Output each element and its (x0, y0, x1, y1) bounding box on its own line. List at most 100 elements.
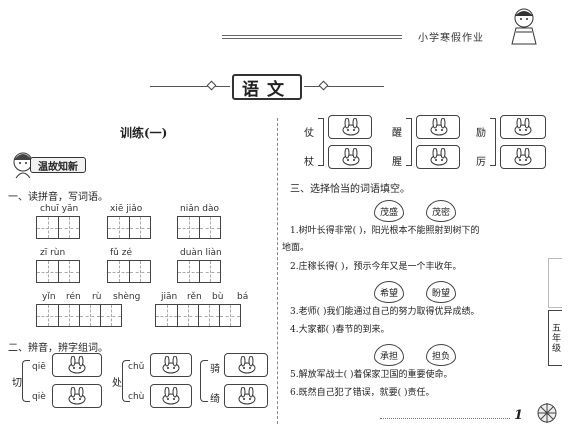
rabbit-icon (340, 117, 362, 136)
writing-grid[interactable] (177, 260, 221, 283)
answer-box[interactable] (416, 115, 460, 139)
snowflake-decoration-icon (530, 398, 564, 428)
writing-grid[interactable] (36, 260, 80, 283)
writing-grid[interactable] (177, 216, 221, 239)
word-option: 茂盛 (374, 200, 404, 222)
answer-box[interactable] (52, 384, 102, 408)
answer-box[interactable] (328, 115, 372, 139)
page-number: 1 (514, 408, 524, 423)
title-rule-left (150, 86, 230, 87)
section3-title: 三、选择恰当的词语填空。 (290, 184, 410, 195)
rabbit-icon (66, 355, 88, 374)
word-option: 盼望 (426, 281, 456, 303)
warmup-banner: 温故知新 (30, 157, 86, 173)
rabbit-icon (428, 147, 450, 166)
tab-spacer (548, 258, 562, 308)
sentence: 地面。 (282, 243, 310, 253)
sentence: 4.大家都( )春节的到来。 (290, 325, 390, 335)
pinyin-syllable: yǐn (42, 292, 56, 302)
word-option: 承担 (374, 344, 404, 366)
title-ornament (206, 80, 217, 91)
pinyin-label: xiē jiǎo (110, 204, 143, 214)
pinyin-syllable: shèng (113, 292, 141, 302)
word-option: 希望 (374, 281, 404, 303)
pinyin-syllable: jiān (161, 292, 178, 302)
page-title: 语文 (232, 74, 302, 100)
pinyin-syllable: rù (92, 292, 102, 302)
sentence: 5.解放军战士( )着保家卫国的重要使命。 (290, 370, 453, 380)
writing-grid[interactable] (36, 304, 122, 327)
brace (406, 118, 412, 166)
section1-title: 一、读拼音，写词语。 (8, 192, 108, 203)
answer-box[interactable] (500, 115, 546, 139)
header-rule (222, 38, 402, 39)
column-divider (277, 118, 278, 424)
writing-grid[interactable] (107, 216, 151, 239)
char-label: 励 (476, 128, 486, 139)
rabbit-icon (236, 386, 258, 405)
pinyin-label: qiè (32, 392, 46, 402)
rabbit-icon (340, 147, 362, 166)
rabbit-icon (512, 117, 534, 136)
brace (200, 360, 208, 402)
rabbit-icon (66, 386, 88, 405)
grade-tab: 五年级 (548, 310, 562, 366)
pinyin-label: qiē (32, 362, 46, 372)
pinyin-label: niǎn dào (180, 204, 220, 214)
pinyin-syllable: bù (212, 292, 224, 302)
pinyin-syllable: rén (66, 292, 81, 302)
char-label: 绮 (210, 394, 220, 405)
char-label: 处 (112, 378, 122, 389)
answer-box[interactable] (150, 384, 192, 408)
sentence: 6.既然自己犯了错误，就要( )责任。 (290, 388, 435, 398)
footer-rule (380, 418, 510, 419)
answer-box[interactable] (52, 353, 102, 377)
char-label: 杖 (304, 157, 314, 168)
lesson-title: 训练(一) (120, 126, 168, 140)
brace (490, 118, 496, 166)
char-label: 醒 (392, 128, 402, 139)
header-rule (222, 35, 402, 36)
writing-grid[interactable] (155, 304, 241, 327)
rabbit-icon (512, 147, 534, 166)
pinyin-label: fǔ zé (110, 248, 132, 258)
brace (318, 118, 324, 166)
word-option: 茂密 (426, 200, 456, 222)
sentence: 2.庄稼长得( )，预示今年又是一个丰收年。 (290, 262, 462, 272)
rabbit-icon (428, 117, 450, 136)
grade-tab-label: 五年级 (550, 323, 560, 353)
char-label: 仗 (304, 128, 314, 139)
rabbit-icon (160, 386, 182, 405)
title-rule-right (304, 86, 384, 87)
char-label: 骑 (210, 364, 220, 375)
char-label: 切 (12, 378, 22, 389)
pinyin-syllable: rěn (187, 292, 202, 302)
pinyin-label: duàn liàn (180, 248, 222, 258)
header-series: 小学寒假作业 (418, 33, 484, 44)
answer-box[interactable] (224, 384, 268, 408)
brace (122, 360, 130, 402)
pinyin-label: chǔ (128, 362, 145, 372)
answer-box[interactable] (328, 145, 372, 169)
char-label: 厉 (476, 157, 486, 168)
char-label: 腥 (392, 157, 402, 168)
sentence: 1.树叶长得非常( )，阳光根本不能照射到树下的 (290, 226, 480, 236)
word-option: 担负 (426, 344, 456, 366)
rabbit-icon (236, 355, 258, 374)
answer-box[interactable] (224, 353, 268, 377)
cartoon-girl-icon (506, 6, 542, 46)
pinyin-label: chuī yān (40, 204, 79, 214)
brace (22, 360, 30, 402)
title-ornament (318, 80, 329, 91)
answer-box[interactable] (150, 353, 192, 377)
writing-grid[interactable] (107, 260, 151, 283)
answer-box[interactable] (500, 145, 546, 169)
pinyin-label: zī rùn (40, 248, 66, 258)
pinyin-label: chù (128, 392, 145, 402)
section2-title: 二、辨音，辨字组词。 (8, 343, 108, 354)
rabbit-icon (160, 355, 182, 374)
sentence: 3.老师( )我们能通过自己的努力取得优异成绩。 (290, 307, 480, 317)
pinyin-syllable: bá (237, 292, 249, 302)
writing-grid[interactable] (36, 216, 80, 239)
answer-box[interactable] (416, 145, 460, 169)
